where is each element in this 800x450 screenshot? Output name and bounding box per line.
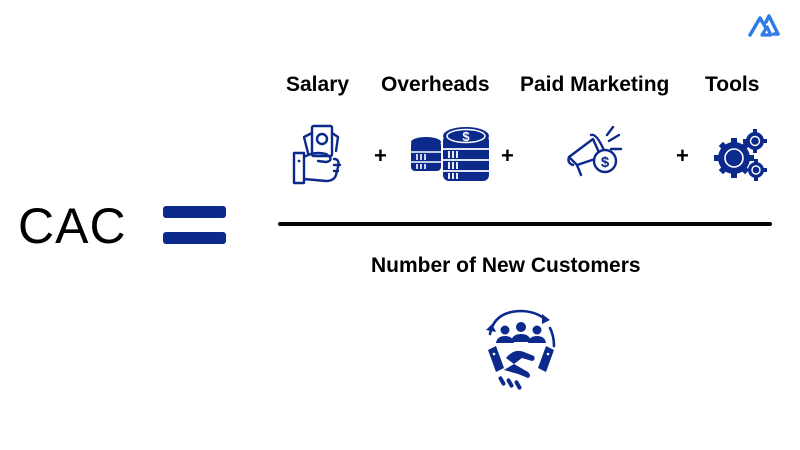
term-label-overheads: Overheads — [381, 73, 490, 96]
plus-operator-3: + — [676, 143, 689, 168]
cac-label: CAC — [18, 198, 127, 254]
gears-icon — [714, 129, 767, 181]
svg-text:$: $ — [601, 154, 610, 171]
team-handshake-icon — [486, 309, 556, 390]
denominator-label: Number of New Customers — [371, 254, 641, 277]
term-label-tools: Tools — [705, 73, 760, 96]
hand-holding-cash-icon — [292, 124, 342, 185]
megaphone-dollar-icon: $ — [567, 125, 623, 177]
plus-operator-1: + — [374, 143, 387, 168]
coin-stacks-dollar-icon: $ — [411, 127, 489, 181]
fraction-divider — [278, 222, 772, 226]
plus-operator-2: + — [501, 143, 514, 168]
equals-bar-bottom — [163, 232, 226, 244]
term-label-salary: Salary — [286, 73, 350, 96]
brand-logo-icon — [748, 14, 780, 37]
svg-text:$: $ — [462, 129, 470, 144]
equals-bar-top — [163, 206, 226, 218]
term-label-paid-marketing: Paid Marketing — [520, 73, 670, 96]
